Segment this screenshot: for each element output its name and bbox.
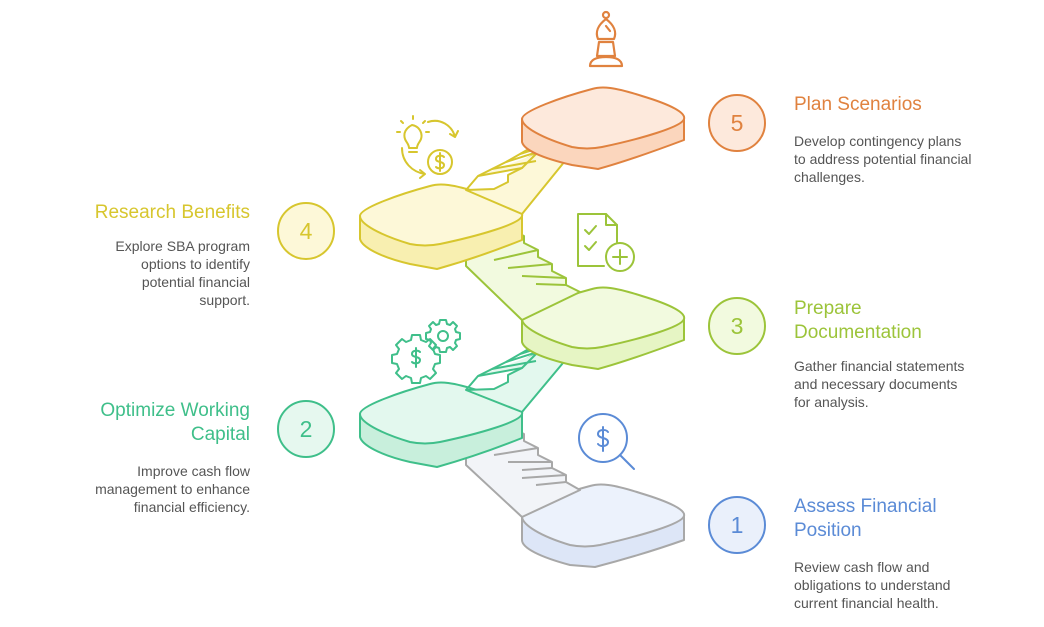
step-title-4: Research Benefits <box>94 202 250 223</box>
step-description-2: Improve cash flow management to enhance … <box>95 463 250 515</box>
chess-bishop-icon <box>588 10 624 68</box>
step-badge-4: 4 <box>277 202 335 260</box>
step-title-2: Optimize Working Capital <box>100 400 250 445</box>
document-checklist-icon <box>577 213 635 272</box>
platform-5 <box>520 86 686 170</box>
step-description-1: Review cash flow and obligations to unde… <box>794 559 951 611</box>
step-badge-5: 5 <box>708 94 766 152</box>
gears-dollar-icon <box>391 319 461 384</box>
dollar-search-icon <box>578 413 635 470</box>
step-description-4: Explore SBA program options to identify … <box>115 238 250 308</box>
platform-2 <box>358 381 524 468</box>
step-badge-3: 3 <box>708 297 766 355</box>
step-title-5: Plan Scenarios <box>794 94 922 115</box>
step-title-1: Assess Financial Position <box>794 496 937 541</box>
step-badge-1: 1 <box>708 496 766 554</box>
platform-4 <box>358 183 524 270</box>
idea-cycle-icon <box>396 115 459 179</box>
step-description-3: Gather financial statements and necessar… <box>794 358 965 410</box>
step-badge-2: 2 <box>277 400 335 458</box>
step-title-3: Prepare Documentation <box>794 298 922 343</box>
step-description-5: Develop contingency plans to address pot… <box>794 133 972 185</box>
platform-1 <box>521 483 686 568</box>
platform-3 <box>520 286 686 370</box>
